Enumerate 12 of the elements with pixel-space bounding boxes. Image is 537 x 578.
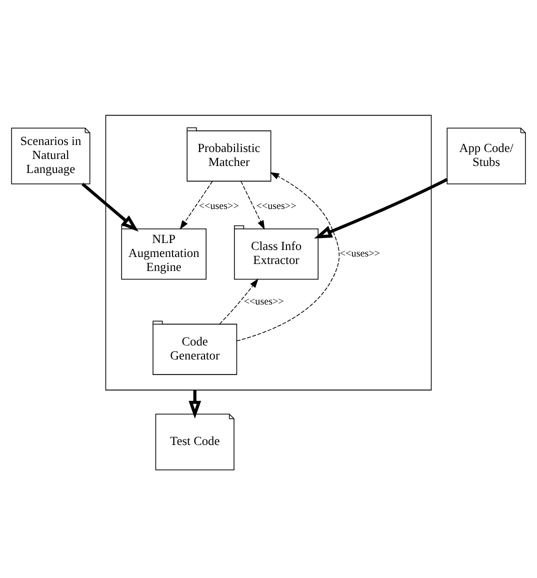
arrow: [188, 390, 202, 418]
arrow: [314, 177, 448, 238]
edge-label: <<uses>>: [198, 200, 239, 212]
edge-label: <<uses>>: [256, 200, 296, 212]
cluster: [105, 114, 432, 390]
edge-label: <<uses>>: [244, 296, 284, 307]
arrow: [236, 172, 340, 341]
edge-label: <<uses>>: [340, 248, 380, 260]
arrow: [219, 278, 258, 324]
arrow: [180, 180, 213, 230]
arrow: [82, 182, 139, 232]
arrow: [240, 180, 265, 230]
